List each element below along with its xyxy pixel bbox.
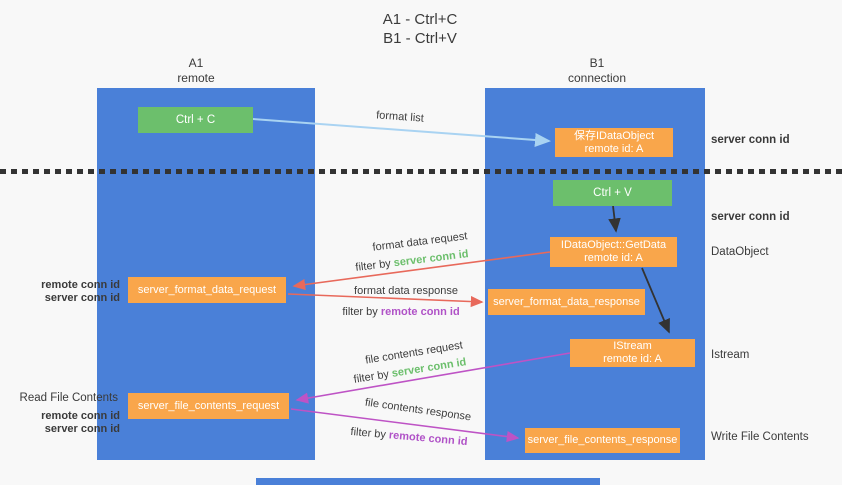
side-label-server-conn-id-format: server conn id — [44, 292, 120, 304]
side-label-dataobject: DataObject — [711, 246, 769, 258]
node-getdata-line1: IDataObject::GetData — [560, 239, 667, 251]
lane-a1-header: A1 remote — [131, 56, 261, 86]
title-line-1: A1 - Ctrl+C — [382, 11, 458, 28]
lane-b1-id: B1 — [589, 56, 605, 70]
lane-b1-name: connection — [567, 71, 627, 85]
node-file-request-label: server_file_contents_request — [137, 399, 280, 412]
node-ctrl-c-label: Ctrl + C — [175, 114, 216, 126]
filter-by-text: filter by — [354, 257, 392, 274]
side-label-write-file-contents: Write File Contents — [711, 431, 809, 443]
node-server-format-data-request: server_format_data_request — [128, 277, 286, 303]
edge-label-format-data-response: format data response — [354, 285, 458, 297]
filter-by-text: filter by — [350, 425, 387, 441]
node-istream-line2: remote id: A — [603, 353, 662, 365]
node-format-request-label: server_format_data_request — [137, 283, 277, 296]
filter-by-text: filter by — [342, 306, 378, 318]
side-label-remote-conn-id-format: remote conn id — [41, 279, 120, 291]
title-line-2: B1 - Ctrl+V — [383, 30, 457, 47]
server-conn-id-text: server conn id — [393, 248, 470, 270]
edge-label-format-list: format list — [375, 109, 425, 125]
edge-label-file-contents-response: file contents response — [364, 396, 472, 424]
node-server-file-contents-request: server_file_contents_request — [128, 393, 289, 419]
lane-a1-name: remote — [177, 71, 215, 85]
node-ctrl-v-label: Ctrl + V — [593, 187, 632, 199]
node-server-file-contents-response: server_file_contents_response — [525, 428, 680, 453]
node-format-response-label: server_format_data_response — [493, 295, 640, 308]
side-label-read-file-contents: Read File Contents — [19, 392, 118, 404]
side-label-server-conn-id-file: server conn id — [44, 423, 120, 435]
lane-a1-id: A1 — [188, 56, 204, 70]
remote-conn-id-text: remote conn id — [388, 429, 468, 449]
lane-b1-header: B1 connection — [532, 56, 662, 86]
dashed-separator — [0, 169, 842, 174]
partial-window-edge — [256, 478, 600, 485]
page-title: A1 - Ctrl+C B1 - Ctrl+V — [310, 10, 530, 48]
node-server-format-data-response: server_format_data_response — [488, 289, 645, 315]
side-label-remote-conn-id-file: remote conn id — [41, 410, 120, 422]
node-istream-line1: IStream — [613, 340, 652, 352]
node-save-idataobject-line1: 保存IDataObject — [573, 129, 655, 142]
node-idataobject-getdata: IDataObject::GetData remote id: A — [550, 237, 677, 267]
side-label-istream: Istream — [711, 349, 750, 361]
edge-label-filter-remote-conn-format: filter by remote conn id — [342, 306, 459, 318]
node-save-idataobject: 保存IDataObject remote id: A — [555, 128, 673, 157]
node-ctrl-v: Ctrl + V — [553, 180, 672, 206]
node-save-idataobject-line2: remote id: A — [584, 142, 644, 155]
edge-label-filter-remote-conn-file: filter by remote conn id — [350, 426, 468, 448]
edge-label-filter-server-conn-format: filter by server conn id — [355, 248, 469, 274]
filter-by-text: filter by — [352, 368, 390, 386]
remote-conn-id-text: remote conn id — [380, 306, 460, 318]
side-label-server-conn-id-mid: server conn id — [711, 211, 790, 223]
node-istream: IStream remote id: A — [570, 339, 695, 367]
node-ctrl-c: Ctrl + C — [138, 107, 253, 133]
node-file-response-label: server_file_contents_response — [527, 434, 678, 446]
side-label-server-conn-id-top: server conn id — [711, 134, 790, 146]
node-getdata-line2: remote id: A — [584, 252, 643, 264]
